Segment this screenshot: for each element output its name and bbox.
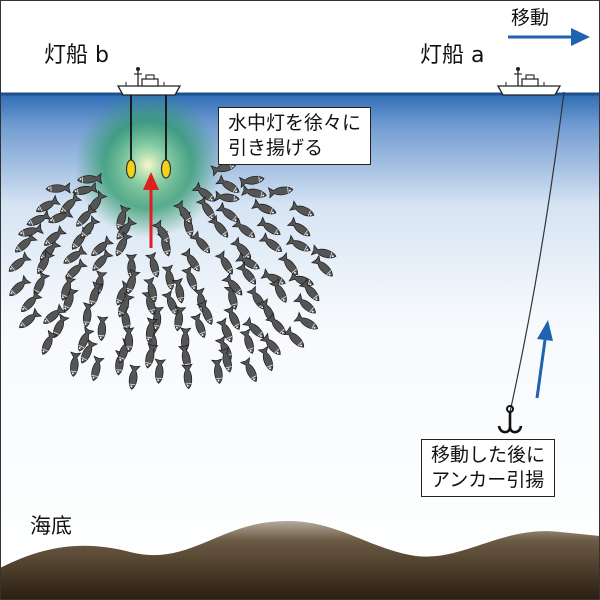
- raise-anchor-arrow: [535, 339, 547, 399]
- anchor-callout-line2: アンカー引揚: [431, 469, 545, 491]
- lamp-callout-line1: 水中灯を徐々に: [228, 112, 362, 134]
- seabed-label: 海底: [30, 514, 72, 538]
- anchor-callout-line1: 移動した後に: [431, 444, 546, 466]
- raise-anchor-arrow-head: [537, 320, 553, 341]
- lamp-glow: [75, 92, 221, 238]
- boat-a-icon: [497, 66, 561, 96]
- anchor-rope: [509, 91, 565, 413]
- boat-b-icon: [117, 66, 181, 96]
- raise-lamp-arrow-head: [143, 172, 159, 190]
- underwater-lamp-icon: [125, 159, 137, 179]
- move-label: 移動: [511, 7, 550, 29]
- underwater-lamp-icon: [160, 159, 172, 179]
- boat-a-label: 灯船 a: [420, 43, 485, 68]
- move-arrow-head: [571, 28, 590, 46]
- seabed: [0, 520, 600, 600]
- lamp-callout: 水中灯を徐々に 引き揚げる: [218, 107, 372, 165]
- boat-b-label: 灯船 b: [44, 43, 109, 68]
- lamp-callout-line2: 引き揚げる: [228, 137, 324, 159]
- anchor-callout: 移動した後に アンカー引揚: [421, 439, 556, 497]
- anchor-hook-icon: [497, 405, 523, 434]
